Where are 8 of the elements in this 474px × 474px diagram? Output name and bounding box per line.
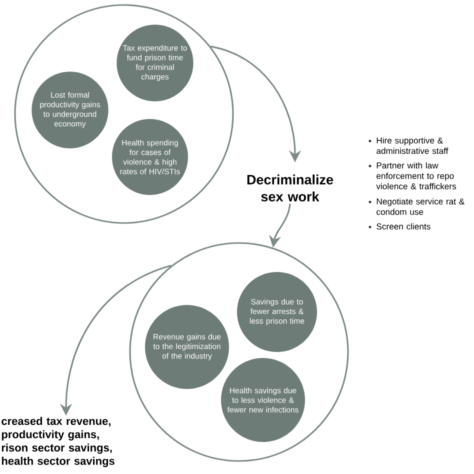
list-item: Screen clients: [376, 223, 430, 230]
outcome-text: creased tax revenue, productivity gains, rison sector savings, health sector savings: [2, 416, 114, 468]
circle-outline: [129, 242, 349, 462]
circle-outline: [14, 4, 234, 224]
list-item: Hire supportive & administrative staff: [376, 137, 448, 154]
list-item: Partner with law enforcement to repo violence & traffickers: [376, 162, 456, 190]
list-item: Negotiate service rat & condom use: [376, 198, 464, 215]
central-text: Decriminalize sex work: [247, 174, 334, 202]
